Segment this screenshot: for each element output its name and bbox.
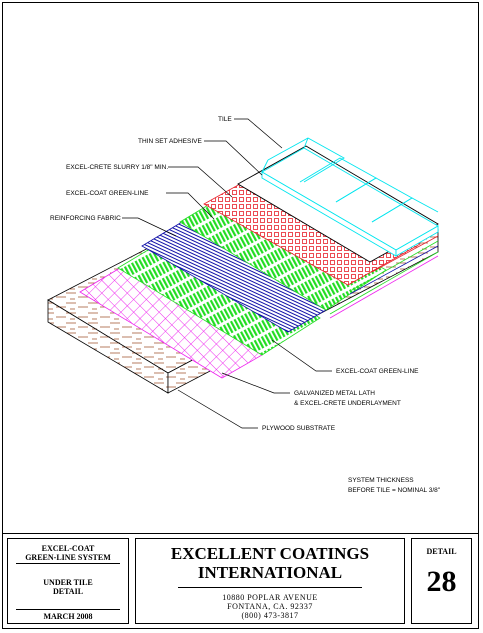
system-name-line2: GREEN-LINE SYSTEM <box>25 553 111 562</box>
drawing-date: MARCH 2008 <box>43 612 93 621</box>
title-block-center: EXCELLENT COATINGS INTERNATIONAL 10880 P… <box>135 538 405 624</box>
title-block-left: EXCEL-COAT GREEN-LINE SYSTEM UNDER TILE … <box>7 538 129 624</box>
label-thin-set-adhesive: THIN SET ADHESIVE <box>138 138 202 145</box>
tile-layer <box>261 137 439 257</box>
subject-line1: UNDER TILE <box>43 578 93 587</box>
company-name-line2: INTERNATIONAL <box>197 563 343 582</box>
drawing-frame <box>2 2 479 629</box>
title-block: EXCEL-COAT GREEN-LINE SYSTEM UNDER TILE … <box>2 533 479 630</box>
left-divider-1 <box>16 563 120 564</box>
company-phone: (800) 473-3817 <box>241 611 299 620</box>
label-excel-crete-slurry: EXCEL-CRETE SLURRY 1/8" MIN. <box>66 164 168 171</box>
label-greenline-bottom: EXCEL-COAT GREEN-LINE <box>336 368 419 375</box>
company-address: 10880 POPLAR AVENUE <box>222 593 318 602</box>
label-reinforcing-fabric: REINFORCING FABRIC <box>50 215 121 222</box>
subject-line2: DETAIL <box>52 587 84 596</box>
center-divider <box>178 587 362 588</box>
note-system-thickness: SYSTEM THICKNESS <box>348 477 414 484</box>
title-block-right: DETAIL 28 <box>411 538 472 624</box>
label-greenline-top: EXCEL-COAT GREEN-LINE <box>66 190 149 197</box>
detail-label: DETAIL <box>426 547 457 556</box>
system-name-line1: EXCEL-COAT <box>41 544 95 553</box>
label-tile: TILE <box>218 116 232 123</box>
label-metal-lath-line2: & EXCEL-CRETE UNDERLAYMENT <box>294 400 401 407</box>
detail-number: 28 <box>426 565 457 598</box>
note-before-tile: BEFORE TILE = NOMINAL 3/8" <box>348 487 441 494</box>
company-city: FONTANA, CA. 92337 <box>227 602 313 611</box>
company-name-line1: EXCELLENT COATINGS <box>170 544 370 563</box>
leader-lines <box>122 118 332 429</box>
label-plywood-substrate: PLYWOOD SUBSTRATE <box>262 425 336 432</box>
label-metal-lath-line1: GALVANIZED METAL LATH <box>294 390 375 397</box>
left-divider-2 <box>16 609 120 610</box>
layer-diagram: TILE THIN SET ADHESIVE EXCEL-CRETE SLURR… <box>47 116 441 494</box>
